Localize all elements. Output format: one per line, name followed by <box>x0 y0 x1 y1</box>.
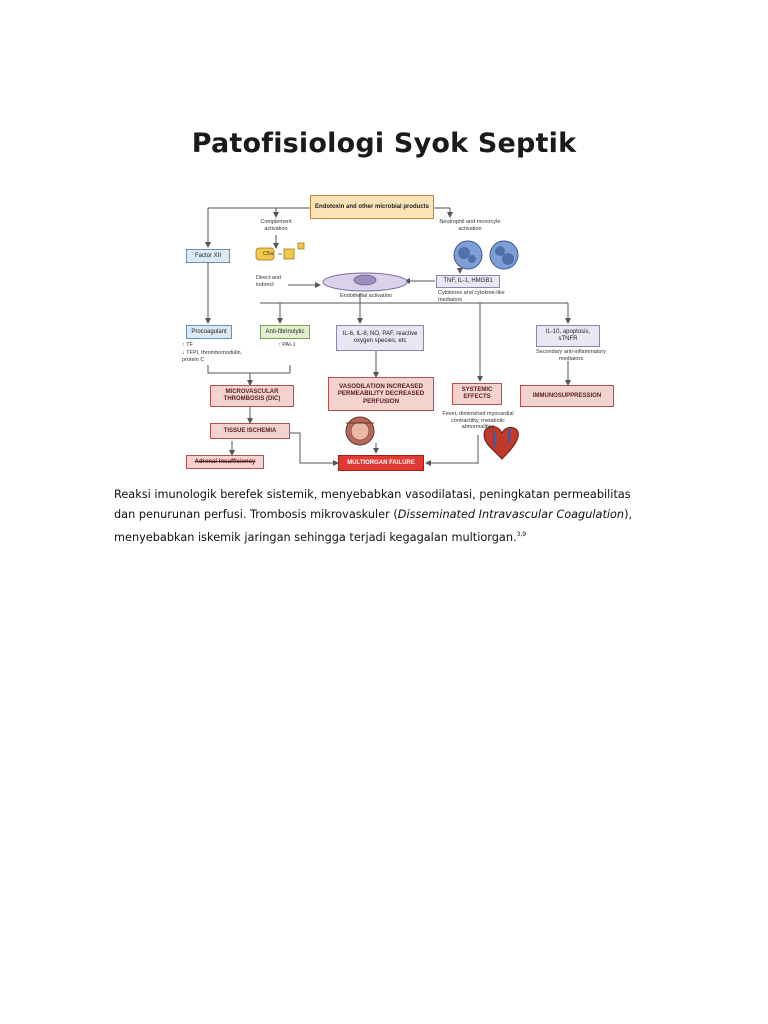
c5a-label: C5a <box>262 251 274 257</box>
caption: Reaksi imunologik berefek sistemik, meny… <box>114 485 674 548</box>
complement-label: Complement activation <box>260 219 292 232</box>
tf-label: ↑ TF <box>182 342 193 348</box>
diagram-connectors <box>205 207 571 466</box>
complement-illustration <box>255 242 305 261</box>
neutrophil-label: Neutrophil and monocyte activation <box>439 219 501 232</box>
tfpi-label: ↓ TFPI, thrombomodulin, protein C <box>182 350 243 363</box>
line-coag-merge <box>207 365 291 374</box>
caption-line-2: dan penurunan perfusi. Trombosis mikrova… <box>114 508 633 521</box>
tissue-ischemia-box: TISSUE ISCHEMIA <box>210 423 290 439</box>
endothelial-label: Endothelial activation <box>340 293 392 299</box>
caption-line-1: Reaksi imunologik berefek sistemik, meny… <box>114 488 631 501</box>
dilated-vessel-illustration <box>345 416 375 446</box>
endotoxin-box: Endotoxin and other microbial products <box>310 195 434 219</box>
micro-thrombosis-box: MICROVASCULAR THROMBOSIS (DIC) <box>210 385 294 407</box>
procoagulant-box: Procoagulant <box>186 325 232 339</box>
adrenal-insufficiency-box: Adrenal insufficiency <box>186 455 264 469</box>
pai-label: ↑ PAI-1 <box>278 342 296 348</box>
cytokines-label: Cytokines and cytokine-like mediators <box>438 290 505 303</box>
sepsis-pathophysiology-diagram: Endotoxin and other microbial products C… <box>160 185 616 475</box>
secondary-label: Secondary anti-inflammatory mediators <box>536 349 607 362</box>
endothelial-cell-illustration <box>322 272 408 292</box>
neutrophil-cells-illustration <box>453 240 519 270</box>
multiorgan-failure-box: MULTIORGAN FAILURE <box>338 455 424 471</box>
fever-label: Fever, diminished myocardial contractili… <box>442 411 514 431</box>
tnf-box: TNF, IL-1, HMGB1 <box>436 275 500 288</box>
caption-line-3: menyebabkan iskemik jaringan sehingga te… <box>114 531 527 544</box>
reference-superscript: 3,9 <box>516 531 527 538</box>
arrow-tissue-mof <box>288 432 339 466</box>
page-title: Patofisiologi Syok Septik <box>191 128 577 159</box>
factor-xii-box: Factor XII <box>186 249 230 263</box>
il6-mediators-box: IL-6, IL-8, NO, PAF, reactive oxygen spe… <box>336 325 424 351</box>
anti-fibrinolytic-box: Anti-fibrinolytic <box>260 325 310 339</box>
heart-illustration <box>483 426 519 460</box>
vasodilation-box: VASODILATION INCREASED PERMEABILITY DECR… <box>328 377 434 411</box>
arrow-systemic-mof <box>425 435 479 466</box>
il10-box: IL-10, apoptosis, sTNFR <box>536 325 600 347</box>
systemic-effects-box: SYSTEMIC EFFECTS <box>452 383 502 405</box>
direct-indirect-label: Direct and indirect <box>256 275 282 288</box>
immunosuppression-box: IMMUNOSUPPRESSION <box>520 385 614 407</box>
